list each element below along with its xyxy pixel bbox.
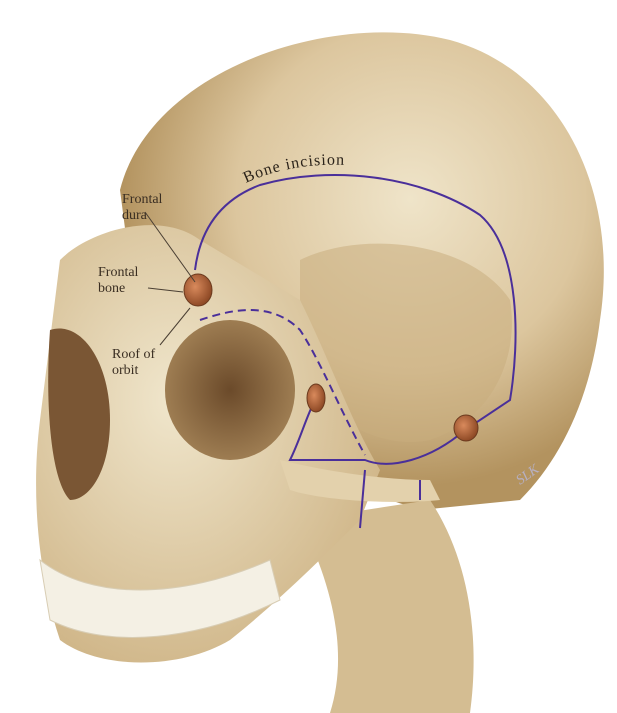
- nasal-cavity: [48, 328, 110, 500]
- orbit: [165, 320, 295, 460]
- bone-incision-line: [194, 174, 517, 465]
- label-frontal-dura: Frontal dura: [122, 192, 163, 223]
- label-roof-of-orbit: Roof of orbit: [112, 347, 156, 378]
- bone-incision-arch: [359, 469, 421, 529]
- leader-roof-of-orbit: [159, 307, 191, 346]
- label-frontal-bone: Frontal bone: [98, 265, 139, 296]
- burr-hole-frontal: [183, 273, 213, 307]
- zygomatic-arch: [280, 460, 440, 502]
- burr-hole-temporal: [453, 414, 479, 442]
- leader-frontal-dura: [144, 211, 196, 283]
- burr-hole-orbital: [306, 383, 326, 413]
- leader-frontal-bone: [147, 287, 184, 293]
- bone-incision-dashed: [199, 309, 366, 456]
- cervical-spine: [300, 500, 474, 713]
- teeth: [39, 558, 281, 638]
- temporal-fossa: [300, 243, 512, 442]
